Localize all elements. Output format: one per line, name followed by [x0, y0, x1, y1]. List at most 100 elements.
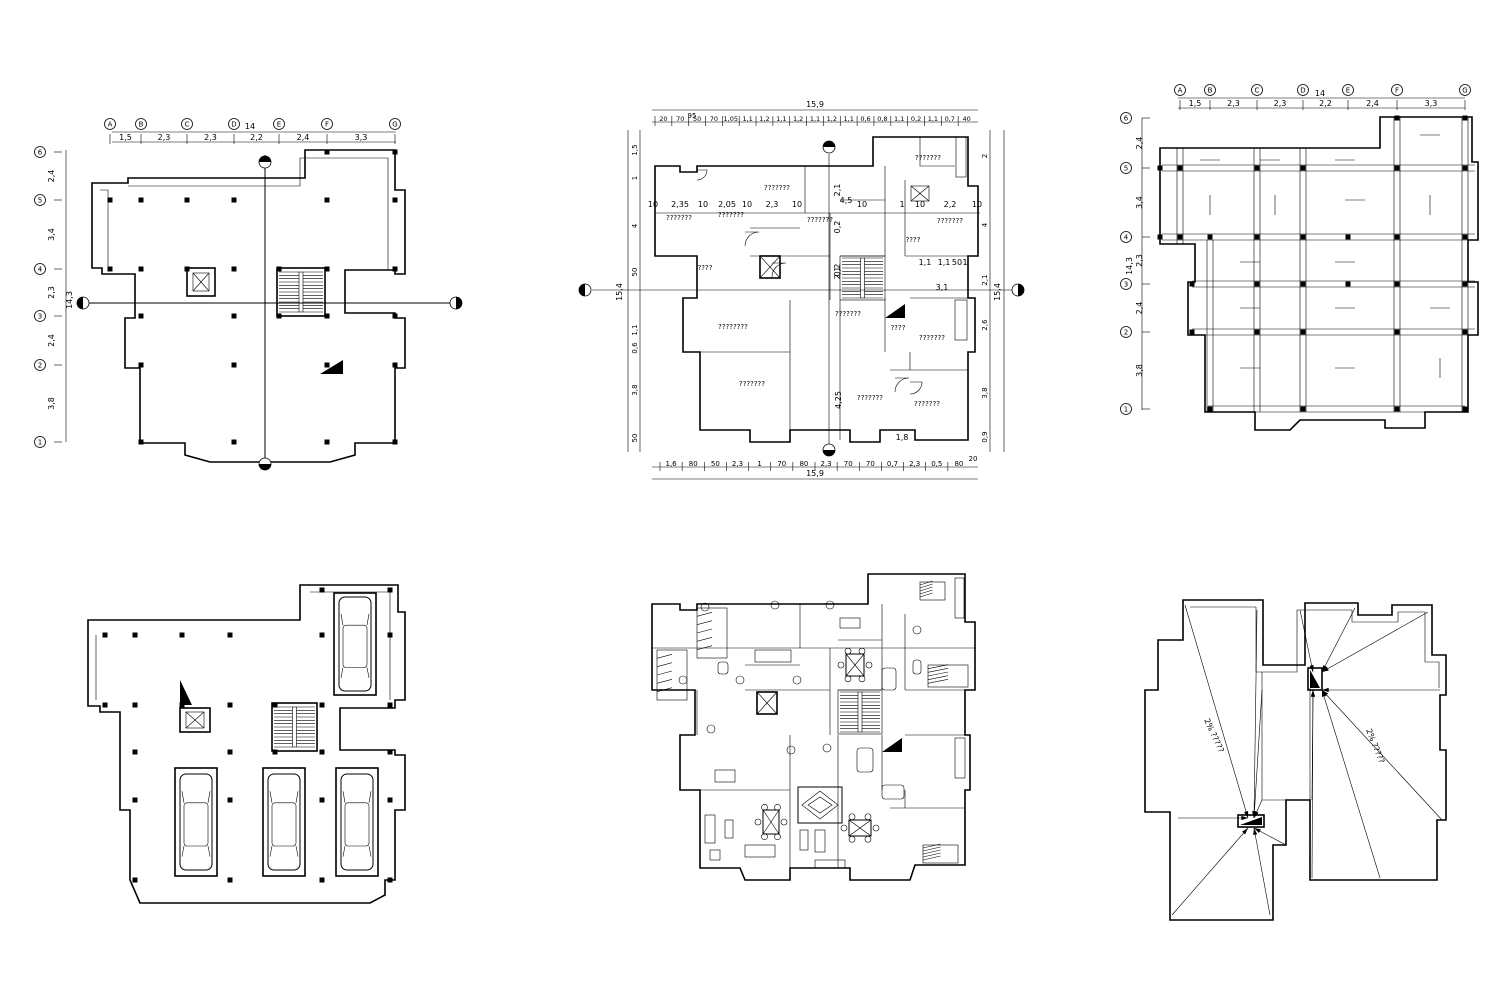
parking-bay	[174, 767, 218, 877]
column	[184, 266, 190, 272]
bottom-dimension: 1,6	[666, 460, 678, 468]
column	[387, 587, 393, 593]
grid-bubble-col	[181, 118, 193, 130]
top-dimension: 1,1	[894, 115, 904, 123]
grid-label-col: G	[392, 121, 397, 129]
inner-dimension: 3,1	[936, 283, 949, 292]
bottom-edge-dimension: 20	[969, 455, 978, 463]
fixture-round	[706, 724, 716, 734]
rug	[797, 786, 843, 824]
table-hatch	[848, 819, 872, 837]
furniture-piece	[814, 859, 846, 869]
top-dimension: 1,1	[742, 115, 752, 123]
chair	[844, 675, 852, 683]
inner-dimension: 10	[698, 200, 708, 209]
column	[132, 702, 138, 708]
column	[392, 313, 398, 319]
grid-bubble-col	[1251, 84, 1263, 96]
bottom-dimension: 0,5	[931, 460, 942, 468]
parking-lift-shaft	[179, 707, 211, 733]
col-spacing: 2,3	[1227, 99, 1240, 108]
grid-label-row: 6	[1124, 115, 1129, 123]
bed-hatch	[927, 668, 949, 673]
inner-dimension: 1,1	[919, 258, 932, 267]
inner-dimension: 4,25	[834, 391, 843, 409]
row-spacing: 2,3	[1135, 254, 1144, 267]
column	[227, 702, 233, 708]
grid-label-col: C	[1255, 87, 1260, 95]
slope-arrow	[1252, 811, 1257, 818]
column	[319, 749, 325, 755]
bottom-dimension: 70	[844, 460, 853, 468]
top-dimension: 0,6	[860, 115, 870, 123]
grid-bubble-row	[1120, 112, 1132, 124]
slope-arrow	[1310, 690, 1316, 697]
car-line	[340, 667, 344, 678]
chair	[864, 835, 872, 843]
left-dimension: 1	[631, 176, 639, 180]
column	[1462, 234, 1468, 240]
grid-label-row: 5	[38, 197, 42, 205]
column	[1394, 406, 1400, 412]
grid-label-row: 1	[1124, 406, 1128, 414]
inner-dimension: 4,5	[840, 196, 853, 205]
column	[227, 749, 233, 755]
floor-plan-outline	[654, 136, 979, 443]
furniture-piece	[714, 769, 736, 783]
left-dimension: 1,5	[631, 144, 639, 155]
bed	[696, 607, 728, 659]
left-dimension: 1,1	[631, 324, 639, 335]
fixture-round	[735, 675, 745, 685]
chair	[754, 818, 762, 826]
slope-line	[1184, 604, 1249, 819]
column	[392, 362, 398, 368]
chair	[848, 813, 856, 821]
row-spacing: 2,4	[47, 334, 56, 347]
fixture-round	[700, 602, 710, 612]
column	[319, 587, 325, 593]
overall-width-top: 15,9	[806, 100, 824, 109]
column	[324, 197, 330, 203]
roof-drain-upper	[1307, 667, 1323, 691]
column	[1462, 406, 1468, 412]
column	[231, 266, 237, 272]
room-label: ???????	[937, 217, 963, 225]
furniture-piece	[839, 617, 861, 629]
car-line	[366, 667, 370, 678]
column	[1462, 281, 1468, 287]
chair	[864, 813, 872, 821]
column	[387, 702, 393, 708]
beam-grid-total-width: 14	[1315, 89, 1325, 98]
roof-drain-lower	[1237, 814, 1265, 828]
bottom-dimension: 80	[689, 460, 698, 468]
car-line	[368, 845, 372, 857]
bath-fixture	[717, 661, 729, 675]
bed-hatch	[656, 687, 673, 692]
bed-hatch	[922, 846, 941, 852]
grid-bubble-row	[1120, 162, 1132, 174]
column	[324, 313, 330, 319]
chair	[872, 824, 880, 832]
grid-label-col: E	[1346, 87, 1350, 95]
car-cabin	[344, 802, 370, 847]
grid-bubble-row	[34, 310, 46, 322]
col-spacing: 2,4	[1366, 99, 1379, 108]
car-line	[269, 845, 273, 857]
inner-dimension: 2,1	[833, 267, 842, 280]
column	[132, 632, 138, 638]
chair	[761, 833, 768, 841]
top-dimension: 70	[676, 115, 684, 123]
door-swing	[696, 169, 708, 181]
column	[1394, 329, 1400, 335]
chair	[840, 824, 848, 832]
room-label: ????	[906, 236, 921, 244]
grid-label-col: D	[231, 121, 236, 129]
top-dimension: 1,1	[810, 115, 820, 123]
row-spacing: 3,4	[1135, 196, 1144, 209]
grid-label-col: B	[1208, 87, 1213, 95]
bed-hatch	[696, 637, 713, 642]
row-spacing: 2,3	[47, 286, 56, 299]
grid-label-row: 6	[38, 149, 43, 157]
grid-bubble-col	[1174, 84, 1186, 96]
